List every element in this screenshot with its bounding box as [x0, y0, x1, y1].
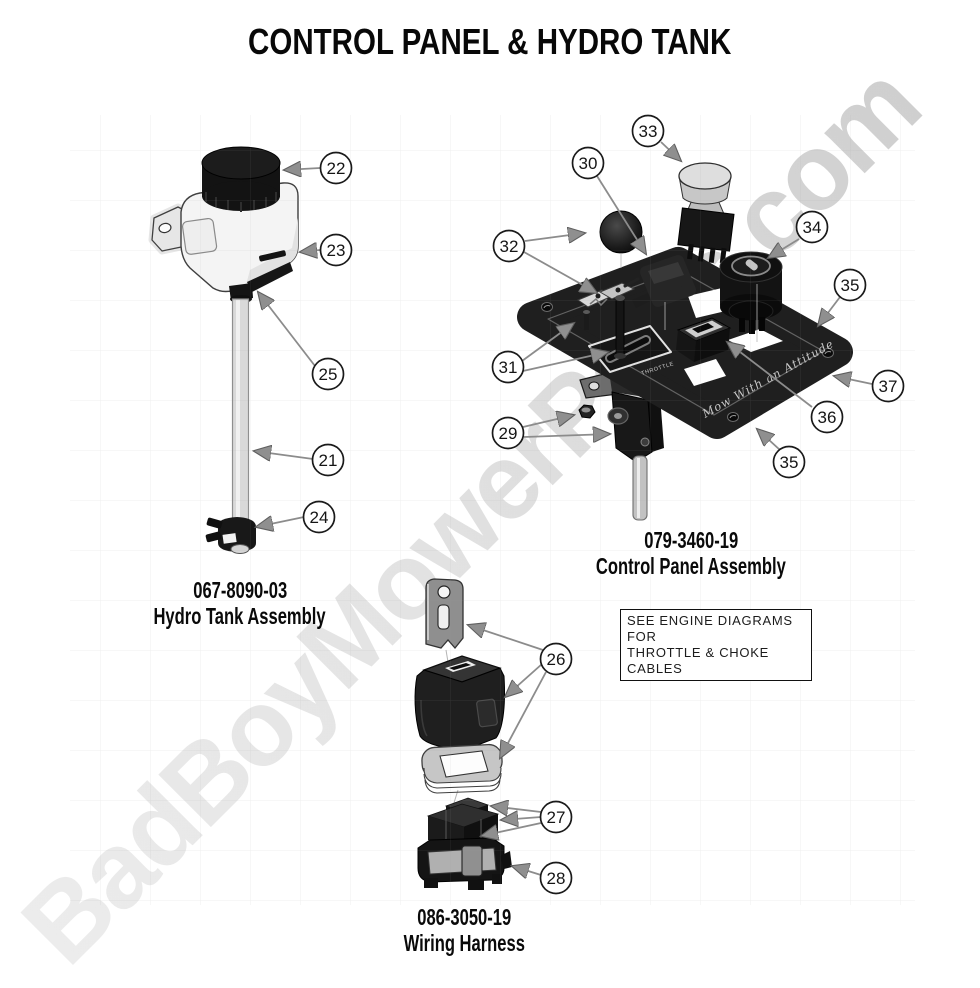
- callout-28: 28: [539, 861, 573, 895]
- svg-text:32: 32: [500, 237, 519, 256]
- callout-37: 37: [871, 369, 905, 403]
- callout-31: 31: [491, 350, 525, 384]
- note-line-1: SEE ENGINE DIAGRAMS FOR: [627, 613, 793, 644]
- svg-text:35: 35: [780, 453, 799, 472]
- callout-35-top: 35: [833, 268, 867, 302]
- control-panel-part-number: 079-3460-19: [644, 527, 738, 553]
- svg-text:37: 37: [879, 377, 898, 396]
- wiring-harness-name: Wiring Harness: [403, 930, 525, 956]
- callout-29: 29: [491, 416, 525, 450]
- callout-36: 36: [810, 400, 844, 434]
- wiring-harness-label: 086-3050-19 Wiring Harness: [332, 904, 596, 956]
- svg-text:23: 23: [327, 241, 346, 260]
- callout-30: 30: [571, 146, 605, 180]
- callout-35-bottom: 35: [772, 445, 806, 479]
- svg-text:26: 26: [547, 650, 566, 669]
- wiring-harness-part-number: 086-3050-19: [417, 904, 511, 930]
- background-grid: [70, 115, 915, 905]
- svg-text:28: 28: [547, 869, 566, 888]
- svg-text:25: 25: [319, 365, 338, 384]
- callout-25: 25: [311, 357, 345, 391]
- callout-21: 21: [311, 443, 345, 477]
- note-line-2: THROTTLE & CHOKE CABLES: [627, 645, 769, 676]
- hydro-tank-label: 067-8090-03 Hydro Tank Assembly: [108, 577, 372, 629]
- svg-text:24: 24: [310, 508, 329, 527]
- callout-27: 27: [539, 800, 573, 834]
- engine-diagram-note: SEE ENGINE DIAGRAMS FOR THROTTLE & CHOKE…: [620, 609, 812, 681]
- svg-text:29: 29: [499, 424, 518, 443]
- svg-text:31: 31: [499, 358, 518, 377]
- callout-arrows: [254, 141, 873, 875]
- svg-text:22: 22: [327, 159, 346, 178]
- callout-34: 34: [795, 210, 829, 244]
- hydro-tank-name: Hydro Tank Assembly: [153, 603, 327, 629]
- callout-24: 24: [302, 500, 336, 534]
- callout-32: 32: [492, 229, 526, 263]
- callout-22: 22: [319, 151, 353, 185]
- svg-text:36: 36: [818, 408, 837, 427]
- svg-text:34: 34: [803, 218, 822, 237]
- callout-23: 23: [319, 233, 353, 267]
- svg-text:35: 35: [841, 276, 860, 295]
- svg-text:27: 27: [547, 808, 566, 827]
- callout-balloons: 22 23 25 21 24 30 33 32 31 34 35 37 36 3…: [302, 114, 905, 895]
- svg-text:21: 21: [319, 451, 338, 470]
- control-panel-name: Control Panel Assembly: [596, 553, 786, 579]
- control-panel-label: 079-3460-19 Control Panel Assembly: [559, 527, 823, 579]
- callout-33: 33: [631, 114, 665, 148]
- hydro-tank-part-number: 067-8090-03: [193, 577, 287, 603]
- svg-text:33: 33: [639, 122, 658, 141]
- page-title: CONTROL PANEL & HYDRO TANK: [248, 21, 732, 62]
- callout-26: 26: [539, 642, 573, 676]
- svg-text:30: 30: [579, 154, 598, 173]
